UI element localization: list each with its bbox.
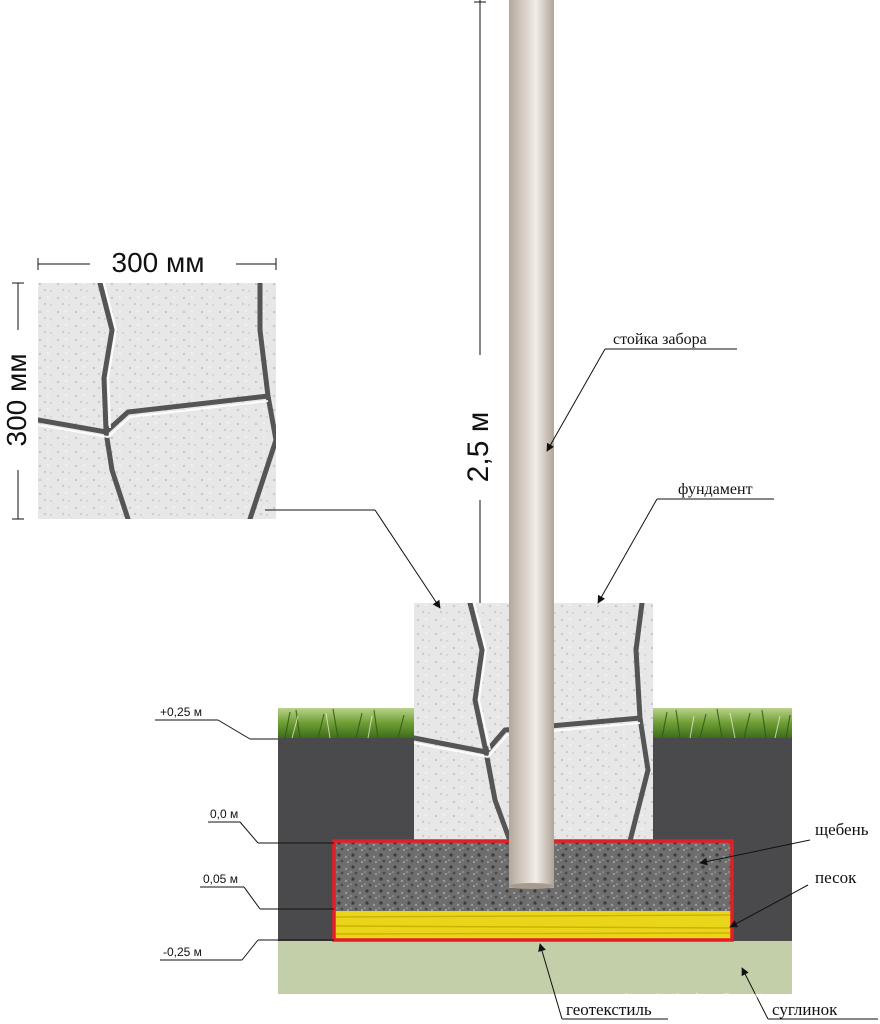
callout-sand: песок <box>729 868 857 928</box>
sand-label: песок <box>815 868 857 887</box>
callout-post: стойка забора <box>546 331 737 452</box>
grass-left <box>278 708 414 738</box>
watermark: Groundworkturf для ForumHouse.ru <box>622 992 799 1004</box>
callout-loam: суглинок <box>741 967 878 1020</box>
foundation-label: фундамент <box>678 481 753 498</box>
post-label: стойка забора <box>613 331 707 348</box>
callout-geotextile: геотекстиль <box>538 943 668 1020</box>
level-top: +0,25 м <box>155 705 278 740</box>
loam-label: суглинок <box>772 1000 838 1019</box>
post-height-dimension: 2,5 м <box>462 0 495 603</box>
level-bottom-label: -0,25 м <box>163 945 202 959</box>
level-zero: 0,0 м <box>208 807 334 844</box>
callout-gravel: щебень <box>699 820 869 866</box>
post-height-label: 2,5 м <box>462 412 495 483</box>
level-bottom: -0,25 м <box>160 939 334 961</box>
level-005-label: 0,05 м <box>203 872 238 886</box>
tile-height-label: 300 мм <box>1 354 32 447</box>
grass-right <box>653 708 792 738</box>
fence-post <box>509 0 554 888</box>
tile-width-label: 300 мм <box>112 247 205 278</box>
level-top-label: +0,25 м <box>160 705 202 719</box>
tile-width-dimension: 300 мм <box>37 247 277 278</box>
tile-height-dimension: 300 мм <box>1 282 32 520</box>
geotextile-label: геотекстиль <box>566 1000 652 1019</box>
callout-tile <box>265 509 441 609</box>
tile-sample <box>38 283 276 519</box>
callout-foundation: фундамент <box>597 481 774 604</box>
level-005: 0,05 м <box>200 872 334 910</box>
loam-layer <box>278 941 792 994</box>
gravel-label: щебень <box>815 820 869 839</box>
level-zero-label: 0,0 м <box>210 807 238 821</box>
